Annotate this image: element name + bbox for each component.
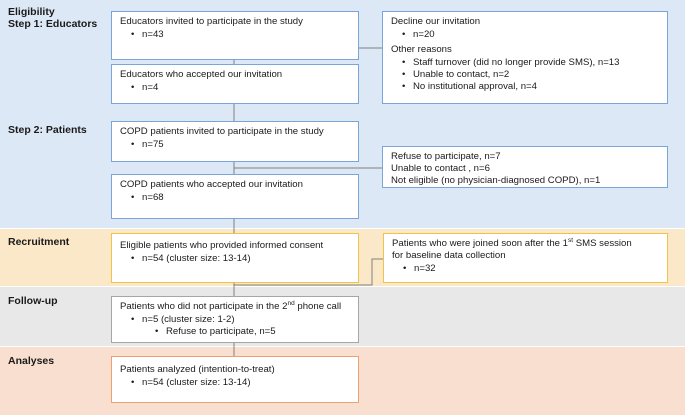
box-joined-after-sms: Patients who were joined soon after the … (383, 233, 668, 283)
box-title: Decline our invitation (391, 16, 481, 27)
list-item: Unable to contact, n=2 (391, 69, 660, 81)
box-educators-accepted: Educators who accepted our invitation n=… (111, 64, 359, 104)
list-item: No institutional approval, n=4 (391, 81, 660, 93)
box-line: Not eligible (no physician-diagnosed COP… (391, 175, 601, 186)
stage-analyses: Analyses (8, 355, 55, 367)
box-title: Educators who accepted our invitation (120, 69, 283, 80)
list-item: n=5 (cluster size: 1-2) (120, 314, 351, 326)
list-item: Staff turnover (did no longer provide SM… (391, 57, 660, 69)
box-patients-excluded: Refuse to participate, n=7 Unable to con… (382, 146, 668, 188)
stage-eligibility: Eligibility (8, 6, 55, 18)
box-title-line2: for baseline data collection (392, 250, 506, 261)
box-informed-consent: Eligible patients who provided informed … (111, 233, 359, 283)
stage-followup: Follow-up (8, 295, 58, 307)
list-item: n=20 (391, 29, 660, 41)
stage-step1: Step 1: Educators (8, 18, 98, 30)
stage-recruitment: Recruitment (8, 236, 70, 248)
box-title: Eligible patients who provided informed … (120, 240, 324, 251)
list-item: n=75 (120, 139, 351, 151)
list-item: n=32 (392, 263, 660, 275)
box-patients-invited: COPD patients invited to participate in … (111, 121, 359, 162)
list-item: n=54 (cluster size: 13-14) (120, 253, 351, 265)
box-patients-accepted: COPD patients who accepted our invitatio… (111, 174, 359, 219)
box-followup: Patients who did not participate in the … (111, 296, 359, 343)
list-item: n=43 (120, 29, 351, 41)
box-title: Educators invited to participate in the … (120, 16, 303, 27)
list-item: n=4 (120, 82, 351, 94)
list-item: n=68 (120, 192, 351, 204)
box-subtitle: Other reasons (391, 44, 452, 55)
list-subitem: Refuse to participate, n=5 (120, 326, 351, 338)
box-line: Unable to contact , n=6 (391, 163, 490, 174)
box-line: Refuse to participate, n=7 (391, 151, 501, 162)
connector-7 (234, 258, 383, 286)
box-educators-declined: Decline our invitation n=20 Other reason… (382, 11, 668, 104)
box-analyzed: Patients analyzed (intention-to-treat) n… (111, 356, 359, 403)
box-title: Patients who did not participate in the … (120, 299, 342, 312)
box-title: COPD patients who accepted our invitatio… (120, 179, 303, 190)
box-educators-invited: Educators invited to participate in the … (111, 11, 359, 60)
list-item: n=54 (cluster size: 13-14) (120, 377, 351, 389)
box-title: Patients who were joined soon after the … (392, 236, 632, 249)
box-title: COPD patients invited to participate in … (120, 126, 324, 137)
box-title: Patients analyzed (intention-to-treat) (120, 364, 275, 375)
stage-step2: Step 2: Patients (8, 124, 87, 136)
